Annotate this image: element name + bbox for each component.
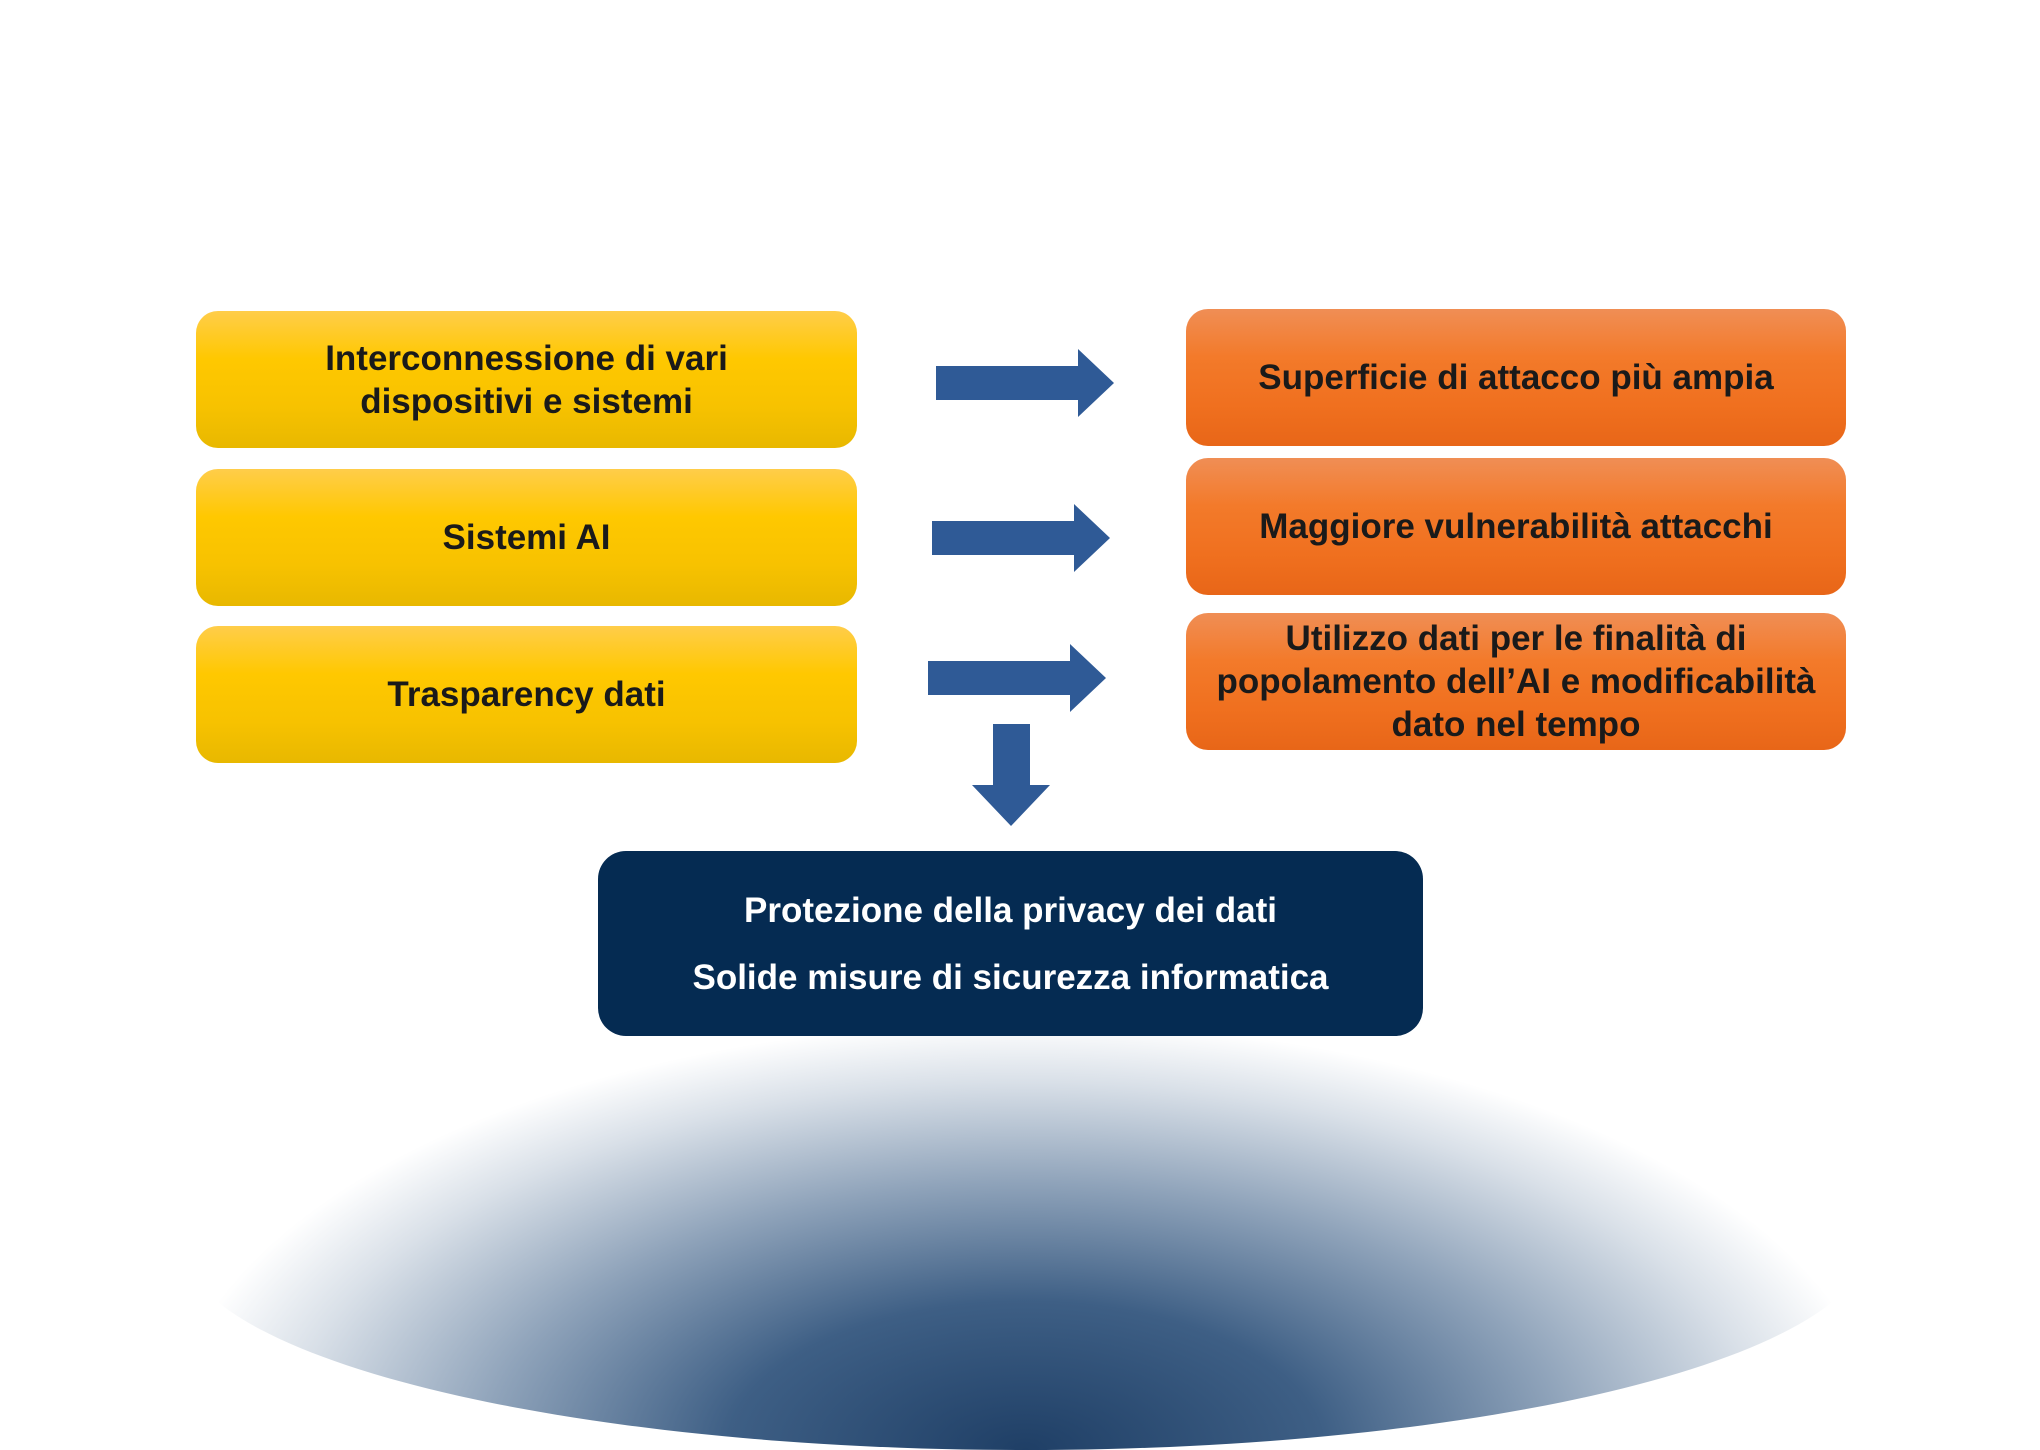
outcome-box: Protezione della privacy dei dati Solide…	[598, 851, 1423, 1036]
right-arrow-icon	[928, 644, 1106, 712]
cause-box-ai-systems: Sistemi AI	[196, 469, 857, 606]
down-arrow-icon	[972, 724, 1050, 826]
cause-label: Trasparency dati	[387, 675, 666, 714]
cause-box-transparency: Trasparency dati	[196, 626, 857, 763]
outcome-line-security: Solide misure di sicurezza informatica	[692, 957, 1329, 997]
effect-box-vulnerability: Maggiore vulnerabilità attacchi	[1186, 458, 1846, 595]
cause-box-interconnection: Interconnessione di vari dispositivi e s…	[196, 311, 857, 448]
effect-label: Utilizzo dati per le finalità di popolam…	[1216, 619, 1816, 744]
right-arrow-icon	[932, 504, 1110, 572]
outcome-line-privacy: Protezione della privacy dei dati	[744, 890, 1277, 930]
effect-box-data-usage: Utilizzo dati per le finalità di popolam…	[1186, 613, 1846, 750]
cause-label: Interconnessione di vari dispositivi e s…	[325, 338, 728, 421]
effect-label: Superficie di attacco più ampia	[1258, 358, 1774, 397]
effect-label: Maggiore vulnerabilità attacchi	[1259, 507, 1773, 546]
effect-box-attack-surface: Superficie di attacco più ampia	[1186, 309, 1846, 446]
cause-label: Sistemi AI	[442, 518, 611, 557]
background-glow	[180, 1030, 1870, 1450]
right-arrow-icon	[936, 349, 1114, 417]
